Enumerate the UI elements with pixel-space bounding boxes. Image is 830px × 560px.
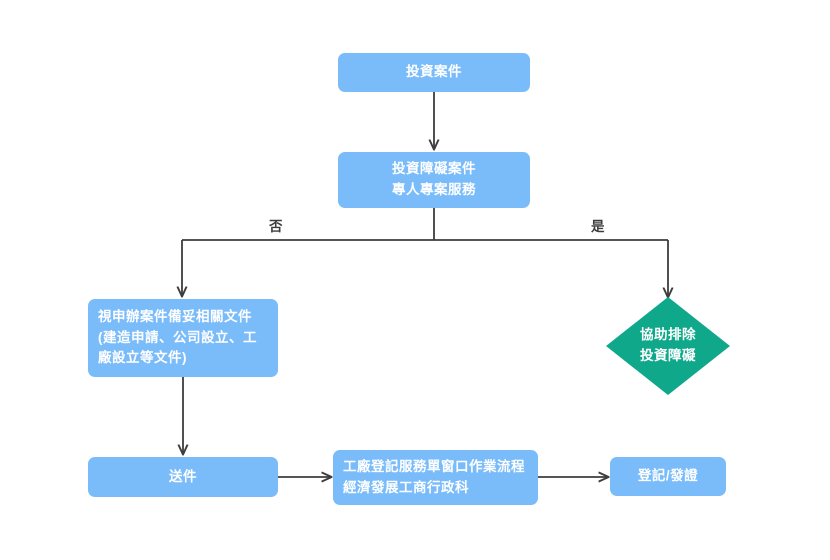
node-barrier-case[interactable]: 投資障礙案件 專人專案服務 — [338, 152, 530, 208]
node-remove-barrier-label: 協助排除 投資障礙 — [640, 327, 696, 363]
node-start[interactable]: 投資案件 — [338, 53, 530, 92]
node-prepare-docs[interactable]: 視申辦案件備妥相關文件 (建造申請、公司設立、工 廠設立等文件) — [88, 299, 278, 377]
branch-label-no: 否 — [269, 219, 283, 234]
branch-label-yes: 是 — [591, 219, 605, 234]
node-submit[interactable]: 送件 — [88, 457, 278, 497]
diamond-shape-icon — [606, 297, 730, 395]
node-factory-registration[interactable]: 工廠登記服務單窗口作業流程 經濟發展工商行政科 — [333, 450, 538, 505]
node-remove-barrier[interactable]: 協助排除 投資障礙 — [606, 297, 730, 395]
node-issue-certificate[interactable]: 登記/發證 — [610, 457, 726, 496]
